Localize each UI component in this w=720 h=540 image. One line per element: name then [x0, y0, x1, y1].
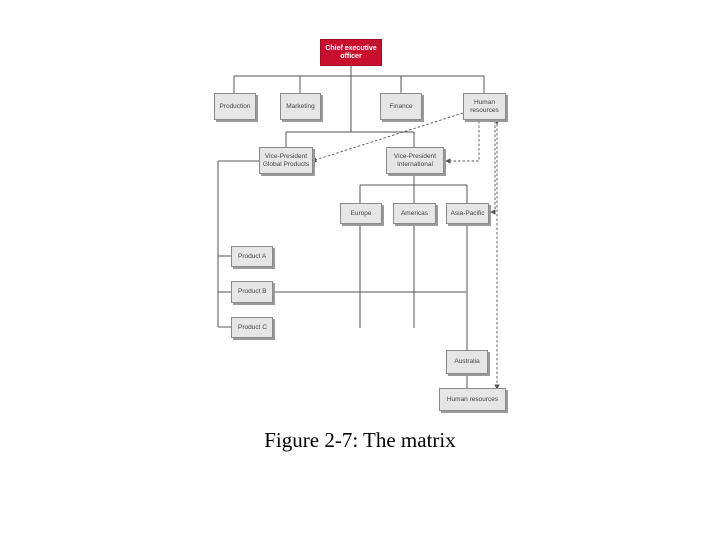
- node-product-b: Product B: [231, 281, 273, 303]
- node-americas: Americas: [393, 203, 436, 224]
- node-ceo: Chief executive officer: [320, 39, 382, 66]
- node-human-resources-regional: Human resources: [439, 388, 506, 411]
- figure-caption: Figure 2-7: The matrix: [264, 428, 456, 452]
- node-vp-international: Vice-President International: [386, 147, 444, 174]
- node-marketing: Marketing: [280, 93, 321, 120]
- node-product-a: Product A: [231, 246, 273, 267]
- node-australia: Australia: [446, 350, 488, 374]
- node-human-resources: Human resources: [463, 93, 506, 120]
- dotted-hr-to-asia-pacific: [490, 121, 496, 215]
- node-product-c: Product C: [231, 317, 273, 338]
- node-europe: Europe: [340, 203, 382, 224]
- node-vp-global-products: Vice-President Global Products: [259, 147, 313, 174]
- node-finance: Finance: [380, 93, 422, 120]
- dotted-hr-to-vp-global: [311, 112, 464, 163]
- dotted-hr-to-vp-international: [445, 121, 480, 164]
- node-production: Production: [214, 93, 256, 120]
- node-asia-pacific: Asia-Pacific: [446, 203, 489, 224]
